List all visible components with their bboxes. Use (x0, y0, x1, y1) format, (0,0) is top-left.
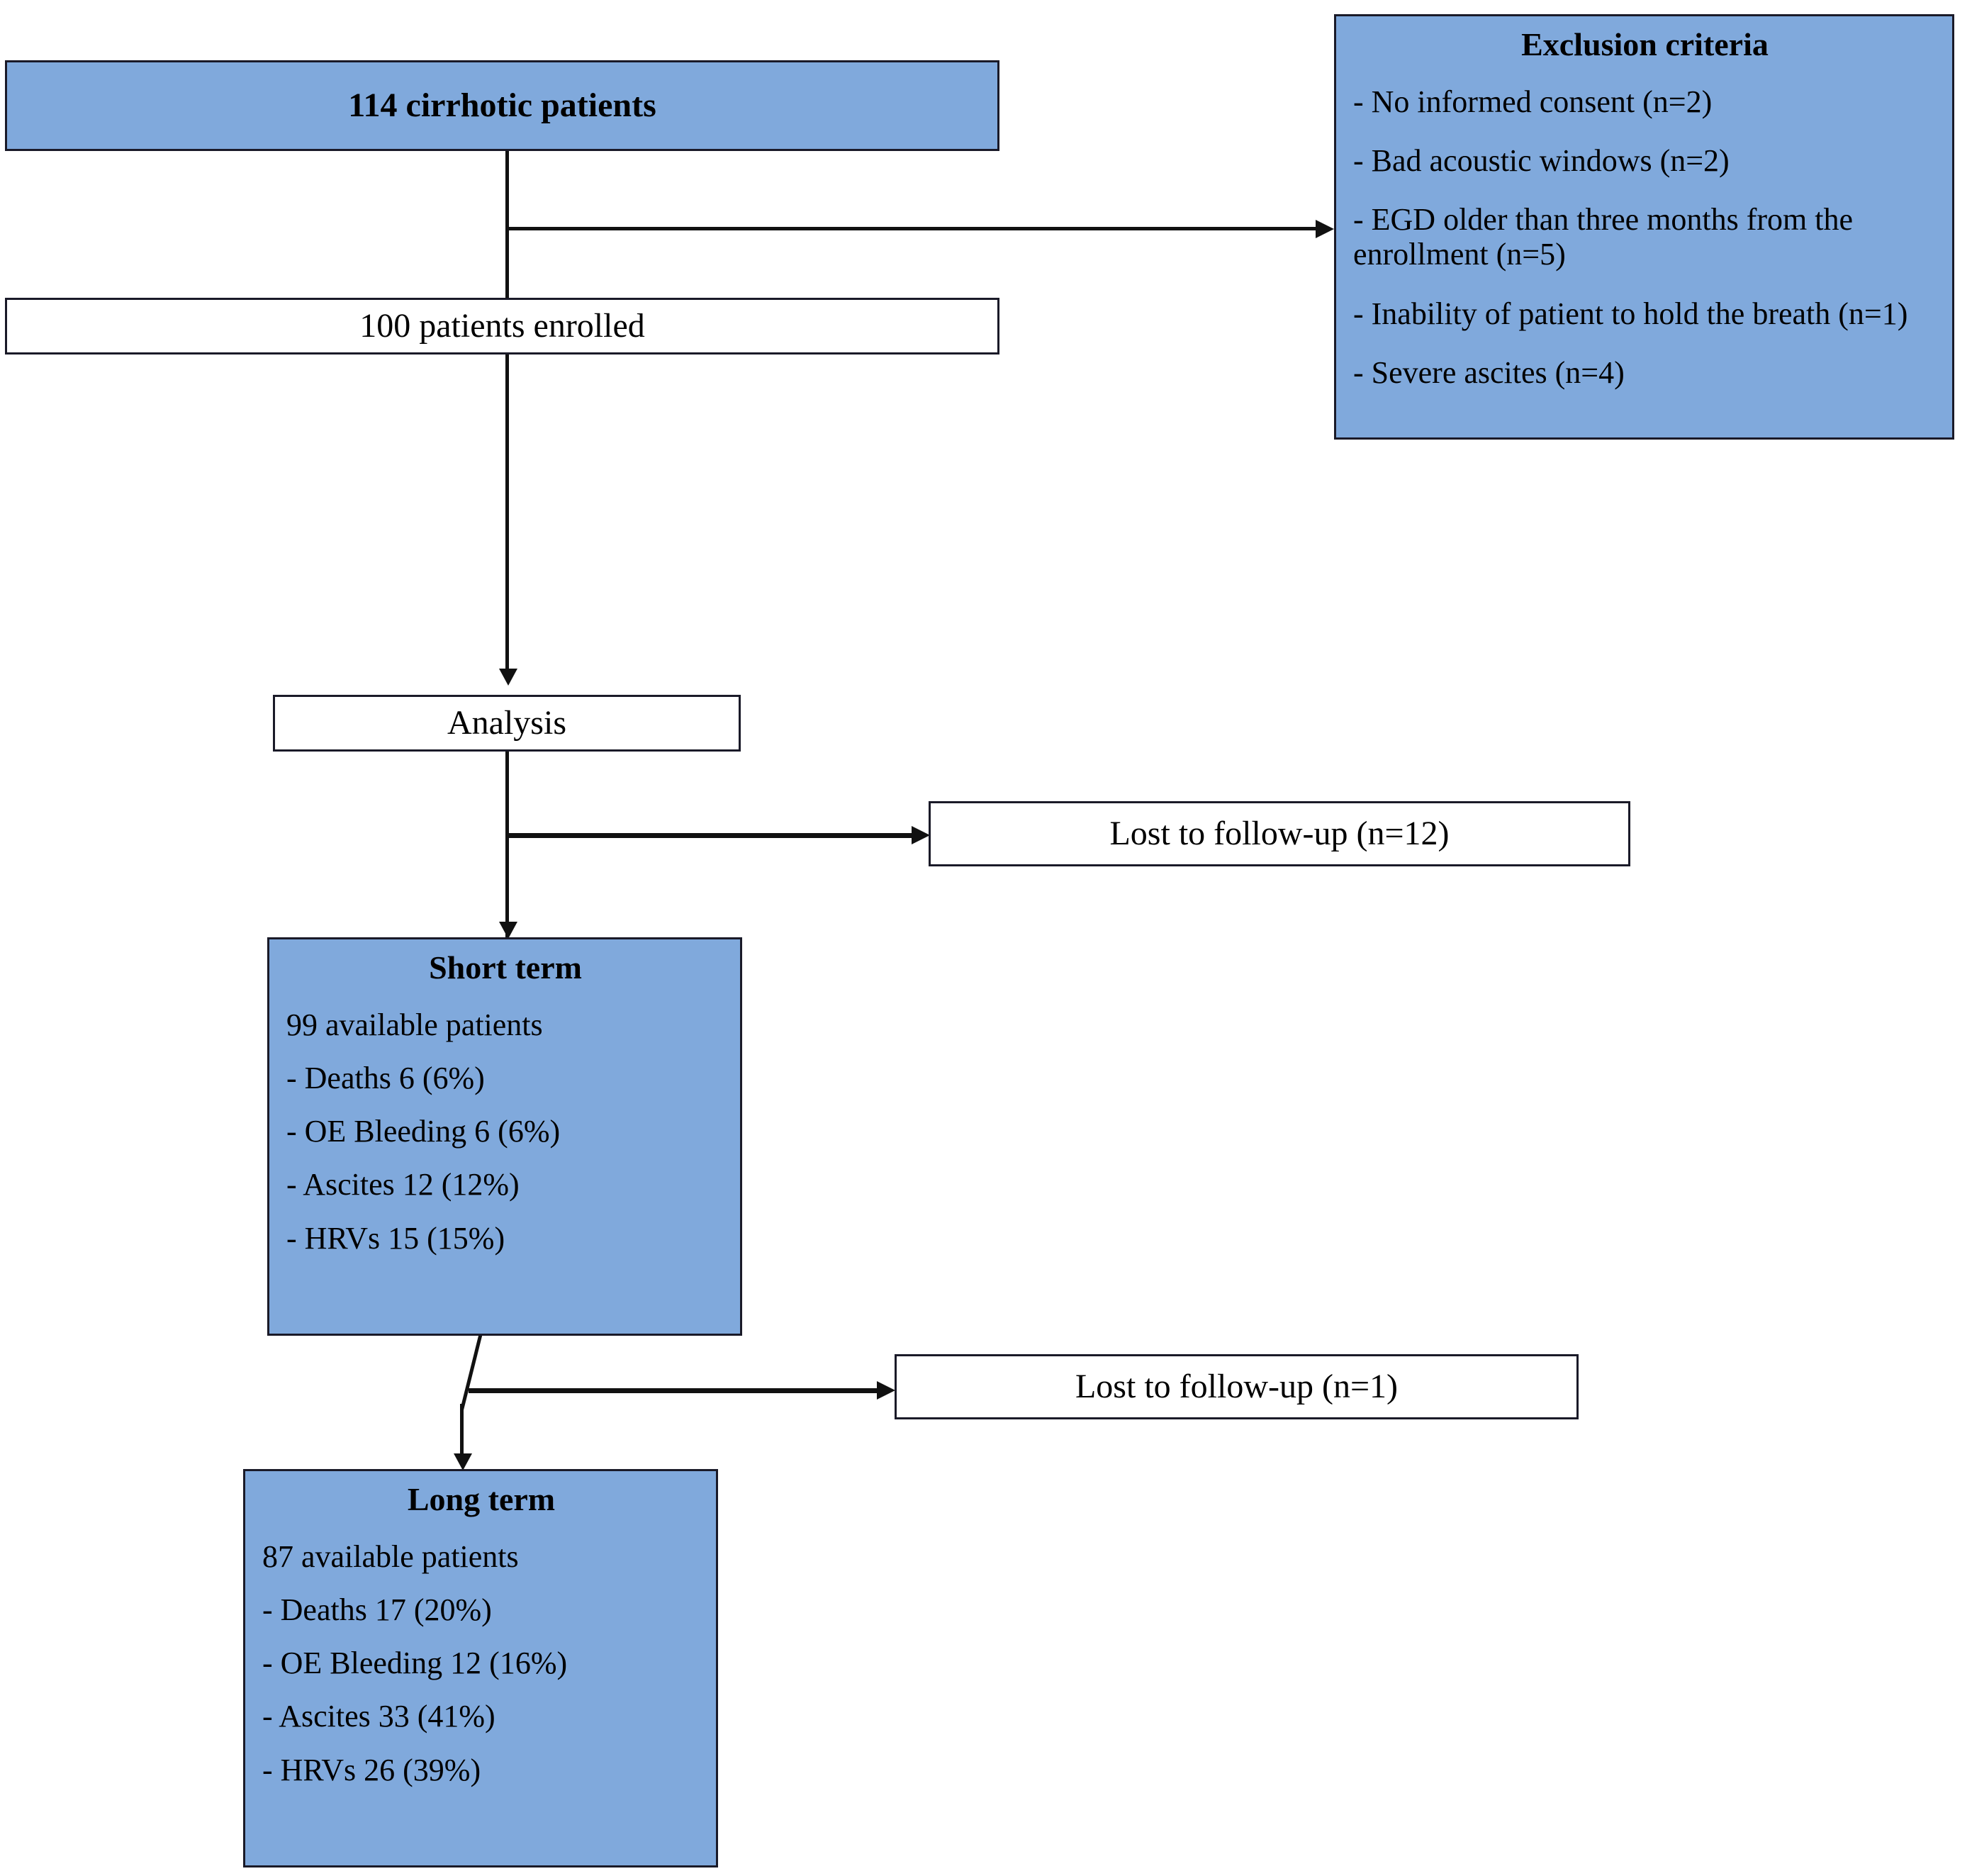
connector-cohort-to-branch (505, 150, 509, 228)
connector-cohort-to-exclusion (505, 227, 1317, 230)
node-cohort[interactable]: 114 cirrhotic patients (5, 60, 999, 151)
node-lost-followup-1[interactable]: Lost to follow-up (n=12) (929, 801, 1630, 866)
arrowhead-to-lost-followup-1 (912, 826, 930, 844)
node-enrolled-label: 100 patients enrolled (359, 307, 645, 345)
exclusion-item-2: - EGD older than three months from the e… (1353, 202, 1854, 272)
node-cohort-label: 114 cirrhotic patients (348, 86, 656, 125)
short-term-item-3: - Ascites 12 (12%) (286, 1167, 520, 1202)
connector-enrolled-to-analysis (505, 354, 509, 677)
node-enrolled[interactable]: 100 patients enrolled (5, 298, 999, 354)
short-term-item-2: - OE Bleeding 6 (6%) (286, 1114, 561, 1149)
connector-shortterm-to-longterm-diagonal (459, 1333, 483, 1411)
short-term-item-1: - Deaths 6 (6%) (286, 1060, 485, 1095)
arrowhead-to-short-term (499, 922, 517, 939)
long-term-item-3: - Ascites 33 (41%) (262, 1699, 495, 1734)
exclusion-item-0: - No informed consent (n=2) (1353, 84, 1713, 119)
connector-to-lost-followup-1 (505, 833, 913, 838)
connector-to-lost-followup-2 (469, 1388, 878, 1393)
long-term-item-4: - HRVs 26 (39%) (262, 1752, 481, 1787)
node-analysis[interactable]: Analysis (273, 695, 741, 752)
node-short-term[interactable]: Short term 99 available patients - Death… (267, 937, 742, 1336)
short-term-item-0: 99 available patients (286, 1007, 543, 1042)
node-long-term-title: Long term (407, 1481, 556, 1517)
arrowhead-to-analysis (499, 669, 517, 686)
exclusion-item-4: - Severe ascites (n=4) (1353, 354, 1625, 390)
node-analysis-label: Analysis (447, 704, 566, 742)
exclusion-item-3: - Inability of patient to hold the breat… (1353, 296, 1908, 331)
exclusion-item-1: - Bad acoustic windows (n=2) (1353, 143, 1730, 178)
node-lost-followup-2[interactable]: Lost to follow-up (n=1) (895, 1354, 1579, 1419)
node-long-term[interactable]: Long term 87 available patients - Deaths… (243, 1469, 718, 1867)
node-exclusion-title: Exclusion criteria (1521, 26, 1769, 62)
arrowhead-to-exclusion (1316, 220, 1334, 238)
node-lost-followup-1-label: Lost to follow-up (n=12) (1109, 815, 1450, 853)
node-exclusion-criteria[interactable]: Exclusion criteria - No informed consent… (1334, 14, 1954, 440)
connector-shortterm-to-longterm-vertical (460, 1404, 464, 1464)
node-short-term-title: Short term (429, 949, 582, 986)
long-term-item-1: - Deaths 17 (20%) (262, 1592, 492, 1627)
arrowhead-to-lost-followup-2 (877, 1381, 895, 1400)
connector-branch-to-enrolled (505, 227, 509, 300)
node-lost-followup-2-label: Lost to follow-up (n=1) (1075, 1368, 1398, 1406)
long-term-item-0: 87 available patients (262, 1539, 519, 1574)
short-term-item-4: - HRVs 15 (15%) (286, 1220, 505, 1256)
connector-analysis-to-shortterm (505, 752, 509, 939)
arrowhead-to-long-term (454, 1453, 472, 1470)
long-term-item-2: - OE Bleeding 12 (16%) (262, 1646, 568, 1681)
